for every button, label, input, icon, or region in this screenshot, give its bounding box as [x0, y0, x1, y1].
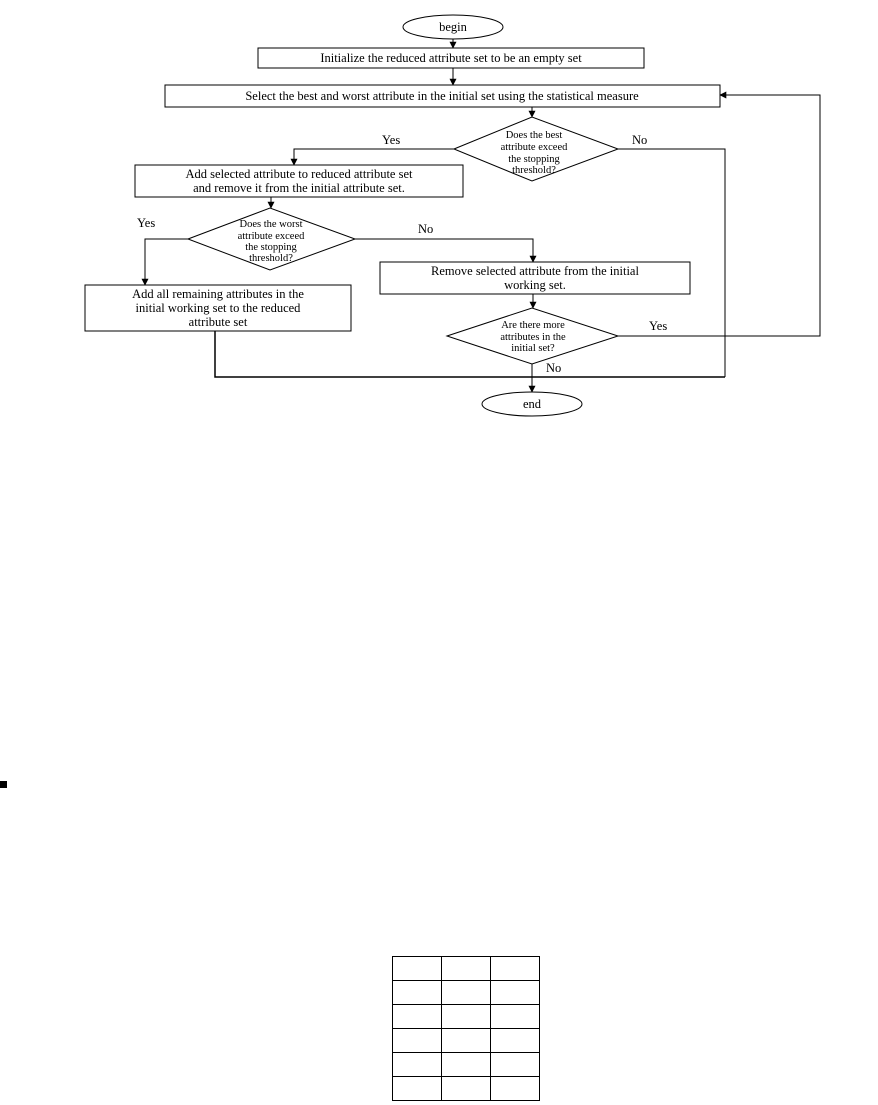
table-row — [392, 1028, 540, 1053]
worst-decision-line-4: threshold? — [249, 253, 293, 264]
best-decision-line-3: the stopping — [508, 154, 560, 165]
add-selected-line-1: Add selected attribute to reduced attrib… — [186, 167, 414, 181]
remove-selected-line-1: Remove selected attribute from the initi… — [431, 264, 639, 278]
table-row — [392, 1076, 540, 1101]
table-cell — [490, 1004, 540, 1029]
table-cell — [441, 1004, 491, 1029]
connector-best-yes — [290, 148, 454, 166]
more-decision-line-1: Are there more — [501, 320, 565, 331]
end-label: end — [523, 397, 542, 411]
edge-label-more-yes: Yes — [649, 319, 667, 333]
black-square-marker — [0, 781, 7, 788]
table-row — [392, 1004, 540, 1029]
table-cell — [392, 956, 442, 981]
table-cell — [392, 1028, 442, 1053]
table-cell — [441, 1076, 491, 1101]
edge-label-best-yes: Yes — [382, 133, 400, 147]
table-row — [392, 956, 540, 981]
remove-selected-box — [379, 261, 691, 295]
add-remaining-line-1: Add all remaining attributes in the — [132, 287, 304, 301]
table-cell — [392, 1076, 442, 1101]
edge-label-more-no: No — [546, 361, 561, 375]
table-cell — [490, 956, 540, 981]
table-cell — [441, 1028, 491, 1053]
worst-decision-line-2: attribute exceed — [238, 231, 306, 242]
add-remaining-box — [84, 284, 352, 332]
add-remaining-line-2: initial working set to the reduced — [136, 301, 302, 315]
add-selected-box — [134, 164, 464, 198]
connector-more-yes — [618, 91, 821, 337]
more-decision-line-2: attributes in the — [500, 332, 566, 343]
remove-selected-line-2: working set. — [504, 278, 566, 292]
flowchart: begin Initialize the reduced attribute s… — [84, 14, 821, 417]
empty-grid-table — [392, 956, 540, 1101]
table-cell — [392, 1052, 442, 1077]
table-cell — [392, 1004, 442, 1029]
more-decision-line-3: initial set? — [511, 343, 555, 354]
table-row — [392, 980, 540, 1005]
table-cell — [441, 1052, 491, 1077]
table-cell — [441, 980, 491, 1005]
table-cell — [490, 1076, 540, 1101]
connector-worst-no — [355, 238, 537, 263]
add-selected-line-2: and remove it from the initial attribute… — [193, 181, 405, 195]
best-decision-line-1: Does the best — [506, 130, 563, 141]
init-label: Initialize the reduced attribute set to … — [320, 51, 582, 65]
select-label: Select the best and worst attribute in t… — [245, 89, 639, 103]
add-remaining-line-3: attribute set — [189, 315, 248, 329]
edge-label-best-no: No — [632, 133, 647, 147]
edge-label-worst-no: No — [418, 222, 433, 236]
connector-remaining-bottom — [214, 331, 725, 378]
table-cell — [490, 1052, 540, 1077]
table-cell — [490, 980, 540, 1005]
best-decision-line-4: threshold? — [512, 165, 556, 176]
table-cell — [441, 956, 491, 981]
worst-decision-line-1: Does the worst — [240, 219, 303, 230]
worst-decision-line-3: the stopping — [245, 242, 297, 253]
best-decision-line-2: attribute exceed — [501, 142, 569, 153]
table-cell — [392, 980, 442, 1005]
connector-worst-yes — [141, 238, 188, 286]
connector-best-no — [618, 148, 726, 377]
begin-label: begin — [439, 20, 468, 34]
table-cell — [490, 1028, 540, 1053]
table-row — [392, 1052, 540, 1077]
edge-label-worst-yes: Yes — [137, 216, 155, 230]
